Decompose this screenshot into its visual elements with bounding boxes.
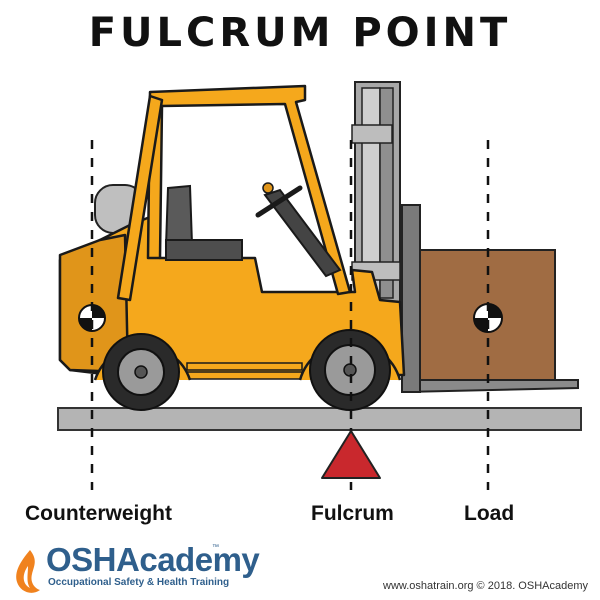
copyright-text: www.oshatrain.org © 2018. OSHAcademy <box>383 580 588 592</box>
counterweight-label: Counterweight <box>25 502 172 525</box>
steering-wheel <box>255 185 303 218</box>
rear-wheel <box>102 333 180 411</box>
step-1 <box>186 362 303 371</box>
load-cg-icon <box>473 303 503 333</box>
page-title: FULCRUM POINT <box>88 10 512 56</box>
load-label: Load <box>464 502 515 525</box>
counterweight-cg-icon <box>78 304 106 332</box>
rear-post <box>116 94 164 302</box>
oshacademy-flame-icon <box>16 550 40 593</box>
logo-wordmark: OSHAcademy <box>46 541 260 578</box>
fulcrum-triangle <box>321 430 381 479</box>
seat-back <box>164 184 194 248</box>
steering-column <box>263 188 342 278</box>
logo-trademark: ™ <box>212 544 219 551</box>
steering-knob <box>262 182 274 194</box>
logo-osh: OSH <box>46 541 117 578</box>
oshacademy-logo: OSHAcademy ™ Occupational Safety & Healt… <box>10 542 260 592</box>
step-2 <box>186 371 303 380</box>
seat-cushion <box>165 239 243 261</box>
fork-carriage <box>401 204 421 393</box>
mast-bracket <box>351 124 393 144</box>
logo-academy: Academy <box>116 541 260 578</box>
logo-tagline: Occupational Safety & Health Training <box>48 577 230 588</box>
fulcrum-label: Fulcrum <box>311 502 394 525</box>
overhead-guard <box>146 84 352 296</box>
fork <box>404 379 579 394</box>
ground-plank <box>57 407 582 431</box>
front-wheel <box>309 329 391 411</box>
